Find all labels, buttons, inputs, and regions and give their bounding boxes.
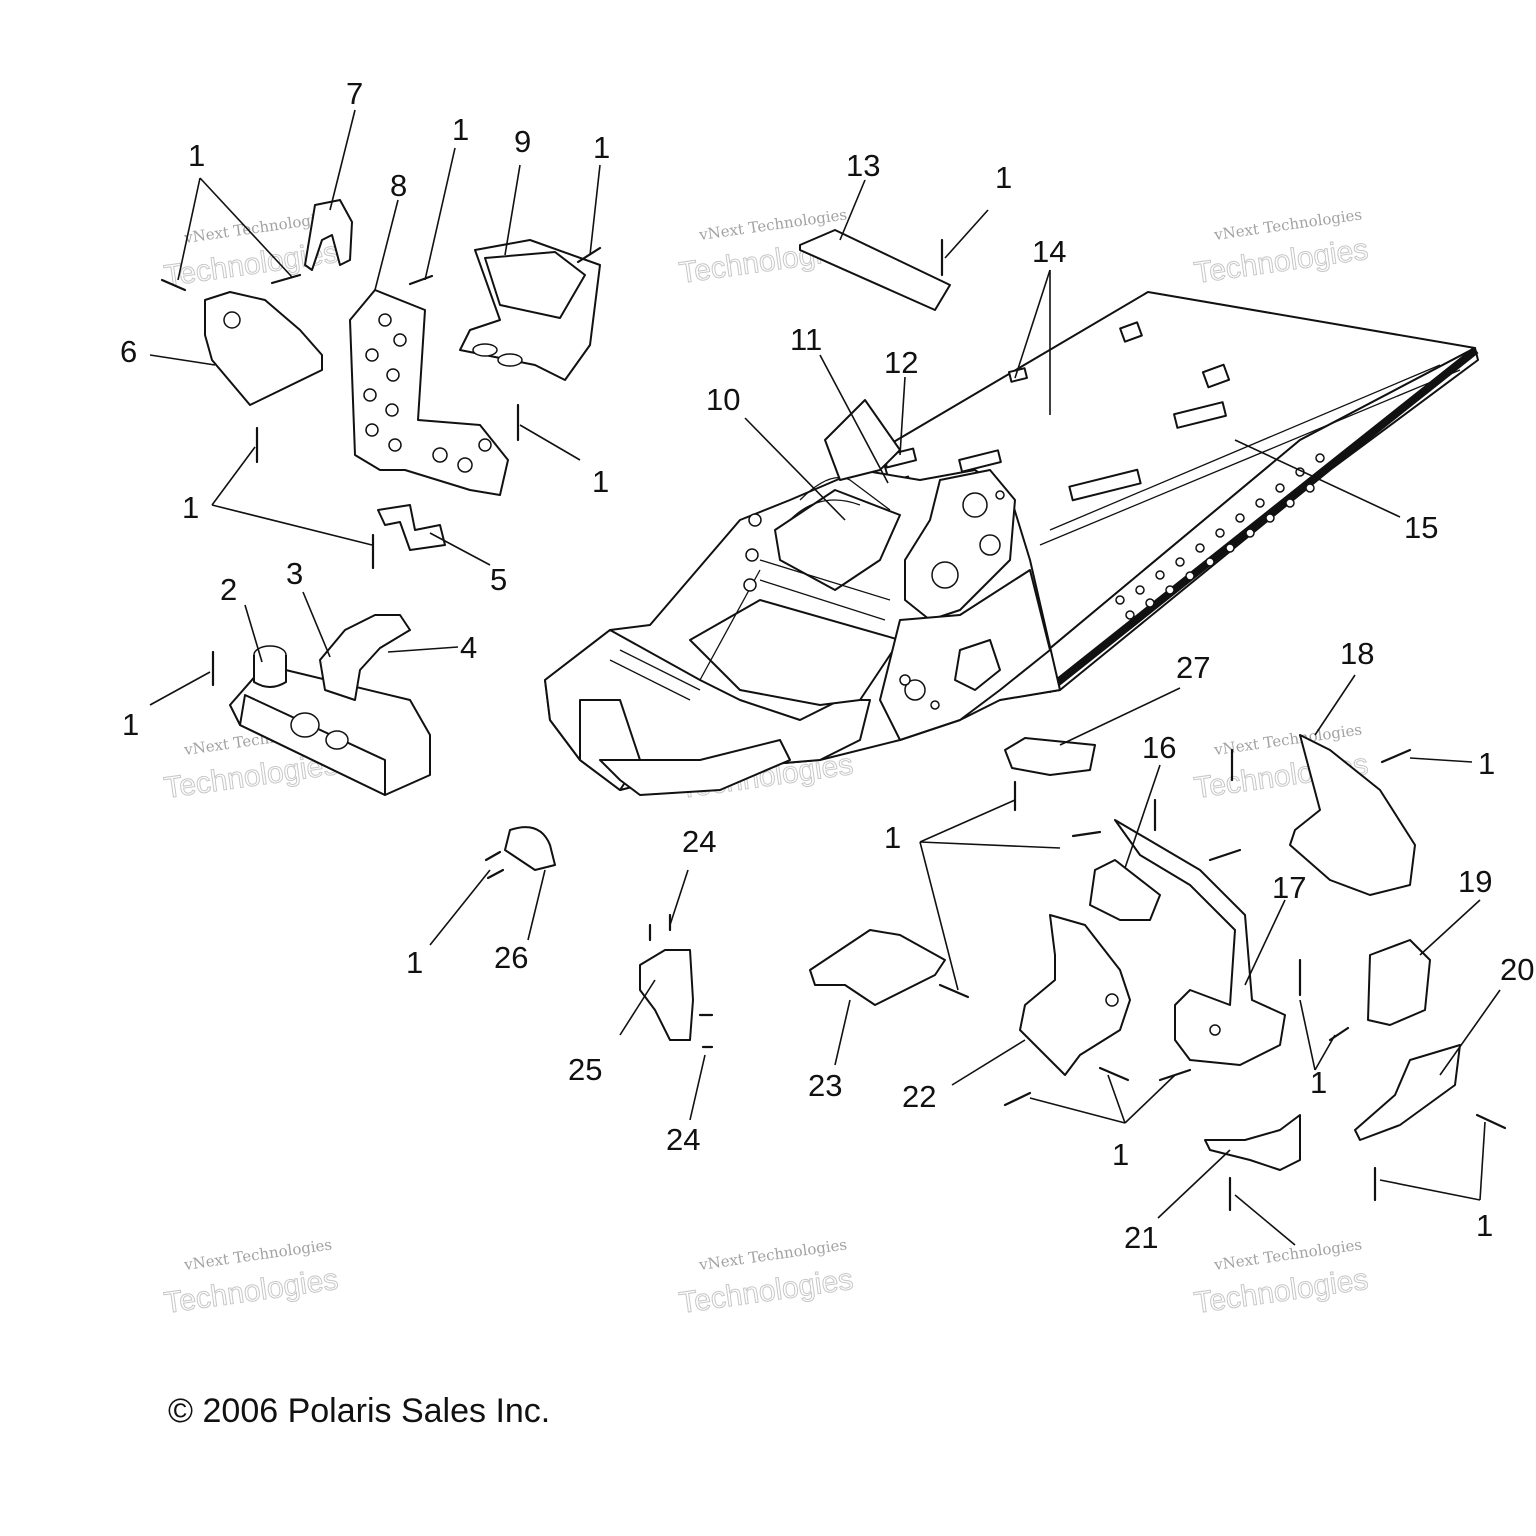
callout-26: 26 xyxy=(494,940,528,975)
decal-14 xyxy=(1173,401,1227,429)
callout-1: 1 xyxy=(1310,1065,1327,1100)
callout-11: 11 xyxy=(790,322,822,357)
copyright-text: © 2006 Polaris Sales Inc. xyxy=(168,1392,551,1430)
fasteners xyxy=(160,238,1507,1212)
callout-25: 25 xyxy=(568,1052,602,1087)
part-25 xyxy=(639,949,694,1041)
callout-5: 5 xyxy=(490,562,507,597)
callout-1: 1 xyxy=(592,464,609,499)
callout-13: 13 xyxy=(846,148,880,183)
front-arm xyxy=(599,739,791,796)
decal xyxy=(1068,468,1142,502)
chassis-frame xyxy=(544,291,1479,796)
callout-24: 24 xyxy=(666,1122,700,1157)
part-26 xyxy=(504,826,556,871)
part-27 xyxy=(1004,737,1096,776)
cutout xyxy=(954,639,1001,691)
decal xyxy=(1201,363,1231,389)
decal xyxy=(958,449,1002,473)
watermark: vNext Technologies Technologies xyxy=(1192,1235,1371,1320)
callout-2: 2 xyxy=(220,572,237,607)
callout-1: 1 xyxy=(593,130,610,165)
callout-1: 1 xyxy=(1112,1137,1129,1172)
callout-14: 14 xyxy=(1032,234,1066,269)
callout-8: 8 xyxy=(390,168,407,203)
callout-1: 1 xyxy=(1476,1208,1493,1243)
callouts: 1 7 1 9 1 8 6 1 1 5 3 2 4 1 13 1 14 11 1… xyxy=(120,76,1534,1255)
part-19 xyxy=(1367,939,1431,1026)
part-17 xyxy=(1114,819,1286,1066)
watermark: vNext Technologies Technologies xyxy=(677,1235,856,1320)
callout-17: 17 xyxy=(1272,870,1306,905)
callout-12: 12 xyxy=(884,345,918,380)
frame-rail xyxy=(609,659,691,701)
callout-1: 1 xyxy=(995,160,1012,195)
callout-6: 6 xyxy=(120,334,137,369)
callout-3: 3 xyxy=(286,556,303,591)
callout-24: 24 xyxy=(682,824,716,859)
part-23 xyxy=(809,929,946,1006)
watermark: vNext Technologies Technologies xyxy=(162,1235,341,1320)
cowl-plate xyxy=(774,489,901,591)
bulkhead-floor xyxy=(689,599,901,706)
frame-rail xyxy=(759,559,891,601)
running-board-holes xyxy=(1115,453,1325,620)
callout-19: 19 xyxy=(1458,864,1492,899)
part-13 xyxy=(799,229,951,311)
harness xyxy=(789,499,861,521)
callout-15: 15 xyxy=(1404,510,1438,545)
frame-rail xyxy=(759,579,886,621)
part-22 xyxy=(1019,914,1131,1076)
callout-16: 16 xyxy=(1142,730,1176,765)
part-18 xyxy=(1289,734,1416,896)
part-2 xyxy=(229,645,431,796)
part-5 xyxy=(377,504,446,551)
callout-1: 1 xyxy=(1478,746,1495,781)
callout-21: 21 xyxy=(1124,1220,1158,1255)
callout-9: 9 xyxy=(514,124,531,159)
part-6-hole xyxy=(223,311,241,329)
side-hole xyxy=(904,679,926,701)
callout-4: 4 xyxy=(460,630,477,665)
part-7 xyxy=(304,199,353,271)
callout-1: 1 xyxy=(182,490,199,525)
callout-7: 7 xyxy=(346,76,363,111)
callout-1: 1 xyxy=(188,138,205,173)
steering-hole xyxy=(979,534,1001,556)
part-21 xyxy=(1204,1114,1301,1171)
part-16 xyxy=(1089,859,1161,921)
steering-hole xyxy=(962,492,988,518)
dash-plate xyxy=(824,399,901,481)
leader-lines xyxy=(149,109,1501,1246)
harness xyxy=(799,476,891,511)
callout-1: 1 xyxy=(122,707,139,742)
callout-22: 22 xyxy=(902,1079,936,1114)
callout-23: 23 xyxy=(808,1068,842,1103)
tunnel-crease xyxy=(1039,369,1461,546)
callout-1: 1 xyxy=(452,112,469,147)
callout-1: 1 xyxy=(406,945,423,980)
callout-1: 1 xyxy=(884,820,901,855)
callout-27: 27 xyxy=(1176,650,1210,685)
part-20 xyxy=(1354,1044,1461,1141)
part-8 xyxy=(349,289,509,496)
watermark: vNext Technologies Technologies xyxy=(1192,205,1371,290)
part-6 xyxy=(204,291,323,406)
rear-tube xyxy=(1045,346,1479,694)
callout-20: 20 xyxy=(1500,952,1534,987)
part-4 xyxy=(319,614,411,701)
callout-10: 10 xyxy=(706,382,740,417)
decal xyxy=(1119,321,1143,343)
callout-18: 18 xyxy=(1340,636,1374,671)
part-9 xyxy=(459,239,601,381)
steering-hole xyxy=(931,561,959,589)
frame-rail xyxy=(619,649,701,691)
tunnel-crease xyxy=(1049,364,1441,531)
